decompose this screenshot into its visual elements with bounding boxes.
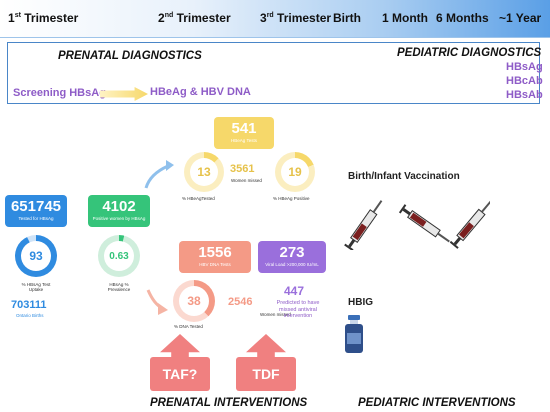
arrow-head-hbeag — [166, 160, 174, 171]
hbeag-tests-label: HBeAg Tests — [231, 138, 257, 143]
prenatal-diagnostics-title: PRENATAL DIAGNOSTICS — [58, 50, 202, 62]
missed-antiviral-value: 447 — [284, 284, 305, 298]
hbig-label: HBIG — [348, 297, 373, 308]
hbeag-tested-value: 13 — [190, 158, 218, 186]
pediatric-test-hbsag: HBsAg — [506, 61, 543, 73]
tested-value: 651745 — [10, 198, 62, 215]
hbeag-positive-label: % HBeAg Positive — [273, 196, 310, 201]
timeline-bar: 1st Trimester 2nd Trimester 3rd Trimeste… — [0, 0, 550, 38]
hbeag-missed-label: Women missed — [231, 178, 262, 183]
timeline-second-trimester: 2nd Trimester — [158, 11, 231, 25]
hbeag-missed-value: 3561 — [230, 163, 255, 175]
positive-label: Positive women by HBsAg — [92, 216, 146, 221]
prevalence-label: HBsAg % Prevalence — [107, 282, 131, 292]
pediatric-interventions-title: PEDIATRIC INTERVENTIONS — [358, 397, 516, 409]
vaccination-label: Birth/Infant Vaccination — [348, 171, 460, 182]
pediatric-test-hbsab: HBsAb — [506, 89, 543, 101]
prenatal-interventions-title: PRENATAL INTERVENTIONS — [150, 397, 308, 409]
timeline-birth: Birth — [333, 11, 361, 25]
positive-value: 4102 — [102, 198, 136, 215]
uptake-value: 93 — [21, 241, 51, 271]
timeline-first-trimester: 1st Trimester — [8, 11, 79, 25]
syringe-icon — [449, 200, 490, 249]
screening-arrow — [100, 87, 148, 101]
dna-missed-value: 2546 — [228, 296, 253, 308]
prevalence-value: 0.63 — [104, 241, 134, 271]
births-value: 703111 — [11, 299, 47, 311]
timeline-third-trimester: 3rd Trimester — [260, 11, 332, 25]
arrow-to-hbeag — [144, 164, 169, 189]
dna-tested-donut: 38 — [173, 280, 215, 322]
dna-stat-box: 1556 HBV DNA Tests — [179, 241, 251, 273]
tdf-box: TDF — [236, 357, 296, 391]
missed-antiviral-label: Predicted to have missed antiviral inter… — [276, 300, 320, 319]
dna-tested-value: 38 — [179, 286, 209, 316]
hbeag-stat-box: 541 HBeAg Tests — [214, 117, 274, 149]
uptake-donut: 93 — [15, 235, 57, 277]
pediatric-diagnostics-title: PEDIATRIC DIAGNOSTICS — [397, 47, 542, 59]
timeline-one-year: ~1 Year — [499, 11, 542, 25]
dna-tests-label: HBV DNA Tests — [199, 262, 231, 267]
syringe-icon — [398, 204, 450, 243]
syringe-icons — [344, 200, 490, 250]
tested-stat-box: 651745 Tested for HBsAg — [5, 195, 67, 227]
dna-missed-label: Women missed — [260, 312, 291, 317]
connector-arrows — [144, 160, 174, 315]
births-label: Ontario Births — [16, 313, 44, 318]
hbeag-tested-label: % HBeAgTested — [182, 196, 215, 201]
hbeag-tested-donut: 13 — [184, 152, 224, 192]
viral-load-value: 273 — [279, 244, 305, 261]
syringe-icon — [344, 200, 383, 250]
pediatric-test-hbcab: HBcAb — [506, 75, 543, 87]
prevalence-donut: 0.63 — [98, 235, 140, 277]
taf-box: TAF? — [150, 357, 210, 391]
hbeag-dna-label: HBeAg & HBV DNA — [150, 86, 251, 98]
viral-load-stat-box: 273 Viral Load >200,000 IU/mL — [258, 241, 326, 273]
timeline-six-months: 6 Months — [436, 11, 489, 25]
vial-icon — [345, 315, 363, 353]
arrow-head-dna — [158, 303, 168, 315]
positive-stat-box: 4102 Positive women by HBsAg — [88, 195, 150, 227]
uptake-label: % HBsAg Test Uptake — [21, 282, 51, 292]
dna-tests-value: 1556 — [198, 244, 232, 261]
timeline-one-month: 1 Month — [382, 11, 428, 25]
dna-tested-label: % DNA Tested — [174, 324, 203, 329]
hbeag-positive-value: 19 — [281, 158, 309, 186]
hbeag-tests-value: 541 — [231, 120, 257, 137]
tested-label: Tested for HBsAg — [18, 216, 54, 221]
hbeag-positive-donut: 19 — [275, 152, 315, 192]
screening-hbsag-label: Screening HBsAg — [13, 87, 106, 99]
diagnostics-panel — [7, 42, 540, 104]
viral-load-label: Viral Load >200,000 IU/mL — [265, 262, 319, 267]
